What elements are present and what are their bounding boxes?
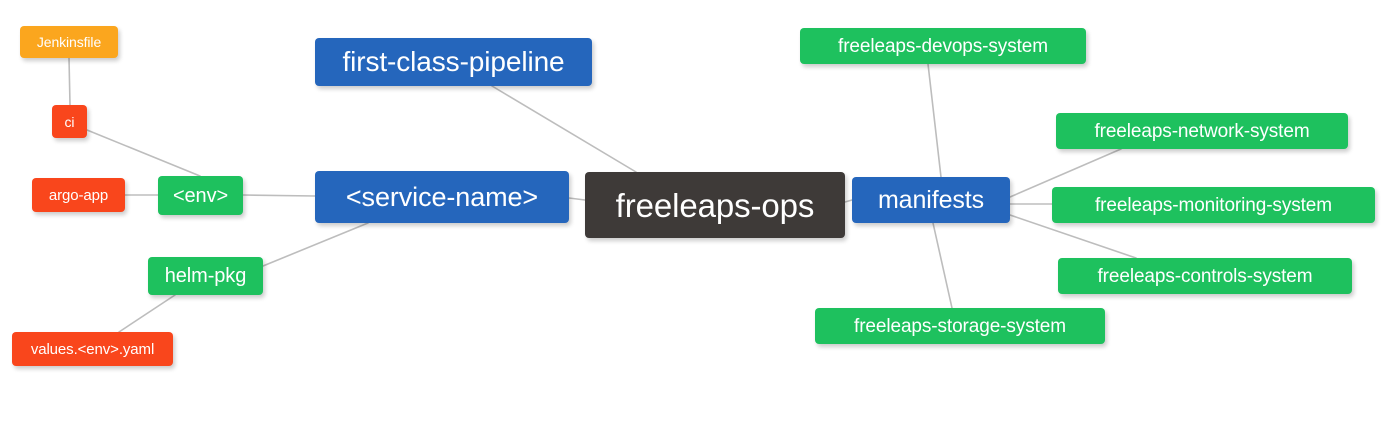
edge-values-env-yaml-to-helm-pkg (118, 294, 176, 333)
edge-ci-to-env (86, 129, 201, 177)
node-freeleaps-storage-system[interactable]: freeleaps-storage-system (815, 308, 1105, 344)
node-label-freeleaps-controls-system: freeleaps-controls-system (1097, 265, 1313, 287)
edge-freeleaps-ops-to-manifests (844, 199, 853, 203)
node-freeleaps-network-system[interactable]: freeleaps-network-system (1056, 113, 1348, 149)
node-label-argo-app: argo-app (48, 186, 109, 204)
node-label-first-class-pipeline: first-class-pipeline (342, 46, 565, 77)
edge-service-name-to-freeleaps-ops (568, 197, 586, 201)
node-first-class-pipeline[interactable]: first-class-pipeline (315, 38, 592, 86)
edge-jenkinsfile-to-ci (68, 57, 71, 106)
node-manifests[interactable]: manifests (852, 177, 1010, 223)
node-helm-pkg[interactable]: helm-pkg (148, 257, 263, 295)
node-argo-app[interactable]: argo-app (32, 178, 125, 212)
node-freeleaps-controls-system[interactable]: freeleaps-controls-system (1058, 258, 1352, 294)
node-label-freeleaps-monitoring-system: freeleaps-monitoring-system (1095, 194, 1332, 216)
node-label-service-name: <service-name> (345, 181, 539, 212)
edge-helm-pkg-to-service-name (262, 222, 369, 267)
edge-manifests-to-freeleaps-storage-system (932, 222, 953, 309)
node-ci[interactable]: ci (52, 105, 87, 138)
node-freeleaps-ops[interactable]: freeleaps-ops (585, 172, 845, 238)
node-env[interactable]: <env> (158, 176, 243, 215)
node-label-freeleaps-devops-system: freeleaps-devops-system (838, 35, 1048, 57)
node-jenkinsfile[interactable]: Jenkinsfile (20, 26, 118, 58)
node-label-jenkinsfile: Jenkinsfile (36, 34, 102, 50)
node-label-freeleaps-ops: freeleaps-ops (615, 186, 815, 224)
node-values-env-yaml[interactable]: values.<env>.yaml (12, 332, 173, 366)
node-service-name[interactable]: <service-name> (315, 171, 569, 223)
edge-freeleaps-devops-system-to-manifests (927, 63, 942, 178)
node-label-helm-pkg: helm-pkg (164, 265, 247, 287)
node-label-values-env-yaml: values.<env>.yaml (30, 340, 155, 358)
node-label-freeleaps-storage-system: freeleaps-storage-system (854, 315, 1066, 337)
node-freeleaps-monitoring-system[interactable]: freeleaps-monitoring-system (1052, 187, 1375, 223)
node-label-env: <env> (172, 184, 229, 207)
edge-env-to-service-name (242, 194, 316, 197)
node-label-ci: ci (64, 113, 75, 130)
node-freeleaps-devops-system[interactable]: freeleaps-devops-system (800, 28, 1086, 64)
node-label-freeleaps-network-system: freeleaps-network-system (1094, 120, 1310, 142)
node-label-manifests: manifests (877, 185, 985, 214)
edge-first-class-pipeline-to-freeleaps-ops (491, 85, 637, 173)
